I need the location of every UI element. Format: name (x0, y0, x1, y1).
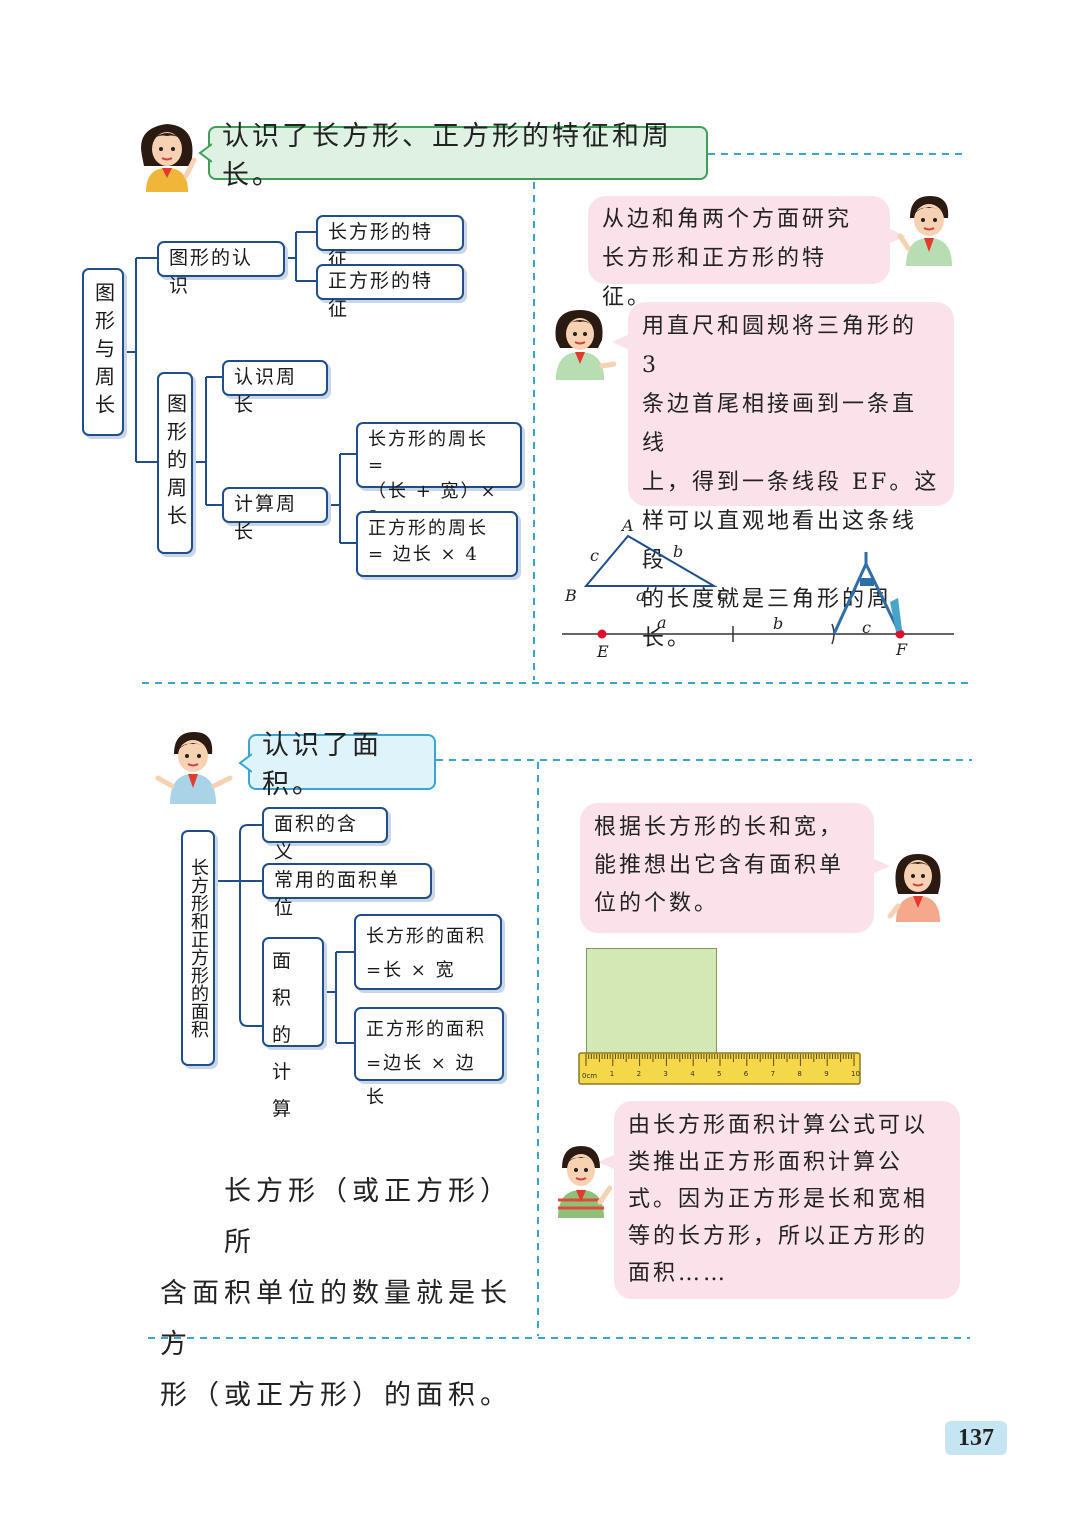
ruler-unit-label: 0cm (582, 1072, 598, 1080)
area-square-shape (586, 948, 717, 1054)
map1-leaf-rect-features: 长方形的特征 (316, 215, 464, 271)
map2-formula-rect: 长方形的面积 =长 × 宽 (354, 914, 502, 990)
section1-dashed-lines (142, 153, 968, 684)
boy2-avatar-icon (155, 732, 233, 804)
area-rect-line1: 长方形的面积 (366, 926, 486, 947)
bubble3-line3: 位的个数。 (594, 891, 720, 916)
bubble4-line5: 面积…… (628, 1261, 729, 1286)
body-line1: 长方形（或正方形）所 (224, 1176, 512, 1258)
line-segment-a: a (657, 613, 667, 632)
speech-bubble-features: 从边和角两个方面研究 长方形和正方形的特征。 (588, 196, 890, 310)
line-segment-b: b (773, 614, 784, 633)
line-point-f: F (896, 640, 908, 659)
map2-leaf-meaning: 面积的含义 (262, 807, 388, 863)
formula-rect-line1: 长方形的周长 = (368, 429, 488, 477)
triangle-vertex-b: B (565, 586, 577, 605)
map1-leaf-know-perimeter: 认识周长 (222, 360, 328, 416)
boy-avatar-icon (897, 196, 952, 266)
speech-bubble-triangle-perimeter: 用直尺和圆规将三角形的 3 条边首尾相接画到一条直线 上，得到一条线段 EF。这… (628, 302, 954, 651)
bubble2-line4: 样可以直观地看出这条线段 (642, 509, 918, 573)
ruler-tick-label: 10 (851, 1070, 860, 1078)
ruler-tick-label: 2 (636, 1070, 642, 1078)
mindmap1-connectors (123, 231, 356, 544)
map1-formula-rect: 长方形的周长 = （长 + 宽）× 2 (356, 422, 522, 528)
triangle-side-c: c (590, 546, 599, 565)
map1-branch-perimeter: 图形的周长 (157, 372, 193, 554)
area-square-line1: 正方形的面积 (366, 1019, 486, 1040)
map1-leaf-calc-perimeter: 计算周长 (222, 487, 328, 543)
triangle-side-b: b (673, 542, 684, 561)
bubble2-line3: 上，得到一条线段 EF。这 (642, 470, 940, 495)
area-definition-paragraph: 长方形（或正方形）所 含面积单位的数量就是长方 形（或正方形）的面积。 (160, 1166, 530, 1421)
line-segment-c: c (862, 618, 871, 637)
ruler-tick-label: 4 (690, 1070, 695, 1078)
ruler-tick-label: 1 (609, 1070, 615, 1078)
ruler-tick-label: 6 (743, 1070, 749, 1078)
section2-title: 认识了面积。 (248, 730, 436, 800)
formula-square-line2: = 边长 × 4 (368, 544, 479, 566)
triangle-side-a: a (636, 586, 646, 605)
bubble4-tail-icon (598, 1154, 616, 1170)
ruler-tick-label: 3 (663, 1070, 668, 1078)
bubble1-tail-icon (888, 228, 906, 244)
ruler-tick-label: 5 (717, 1070, 722, 1078)
map2-leaf-units: 常用的面积单位 (262, 863, 432, 919)
bubble4-line2: 类推出正方形面积计算公 (628, 1150, 904, 1175)
bubble2-line1: 用直尺和圆规将三角形的 3 (642, 314, 918, 378)
area-square-line2: =边长 × 边长 (366, 1053, 476, 1108)
girl-avatar-icon (141, 124, 197, 192)
formula-square-line1: 正方形的周长 (368, 518, 488, 539)
speech-bubble-area-units: 根据长方形的长和宽， 能推想出它含有面积单 位的个数。 (580, 803, 874, 933)
ruler-tick-label: 8 (797, 1070, 802, 1078)
map2-formula-square: 正方形的面积 =边长 × 边长 (354, 1007, 504, 1108)
body-line2: 含面积单位的数量就是长方 (160, 1278, 512, 1360)
bubble4-line4: 等的长方形，所以正方形的 (628, 1224, 929, 1249)
bubble3-line1: 根据长方形的长和宽， (594, 815, 845, 840)
bubble3-tail-icon (872, 858, 890, 874)
section1-title: 认识了长方形、正方形的特征和周长。 (208, 121, 708, 191)
map1-formula-square: 正方形的周长 = 边长 × 4 (356, 511, 518, 577)
girl2-avatar-icon (555, 310, 616, 380)
title1-pointer-icon (198, 143, 212, 163)
ruler-tick-label: 7 (770, 1070, 776, 1078)
boy3-avatar-icon (558, 1146, 612, 1218)
section2-dashed-lines (148, 759, 972, 1339)
map1-leaf-square-features: 正方形的特征 (316, 264, 464, 320)
speech-bubble-square-formula: 由长方形面积计算公式可以 类推出正方形面积计算公 式。因为正方形是长和宽相 等的… (614, 1101, 960, 1299)
girl3-avatar-icon (887, 854, 941, 922)
ruler-tick-label: 9 (824, 1070, 829, 1078)
body-line3: 形（或正方形）的面积。 (160, 1380, 512, 1411)
triangle-vertex-a: A (622, 516, 634, 535)
mindmap2-connectors (215, 824, 354, 1044)
triangle-diagram (562, 534, 954, 645)
title2-pointer-icon (238, 753, 252, 773)
bubble2-tail-icon (612, 334, 630, 350)
bubble1-line2: 长方形和正方形的特征。 (602, 246, 828, 310)
bubble2-line5: 的长度就是三角形的周长。 (642, 587, 893, 651)
page-number: 137 (945, 1421, 1007, 1455)
map1-root: 图形与周长 (82, 268, 124, 436)
area-rect-line2: =长 × 宽 (366, 960, 456, 981)
bubble1-line1: 从边和角两个方面研究 (602, 207, 853, 232)
ruler-icon (578, 1052, 861, 1085)
bubble4-line3: 式。因为正方形是长和宽相 (628, 1187, 929, 1212)
triangle-vertex-c: C (717, 586, 730, 605)
map2-branch-calc: 面积的计算 (262, 937, 324, 1120)
bubble4-line1: 由长方形面积计算公式可以 (628, 1113, 929, 1138)
bubble3-line2: 能推想出它含有面积单 (594, 853, 845, 878)
line-point-e: E (597, 642, 609, 661)
map2-root: 长方形和正方形的面积 (181, 830, 215, 1066)
map1-branch-recognition: 图形的认识 (157, 241, 285, 297)
bubble2-line2: 条边首尾相接画到一条直线 (642, 392, 918, 456)
